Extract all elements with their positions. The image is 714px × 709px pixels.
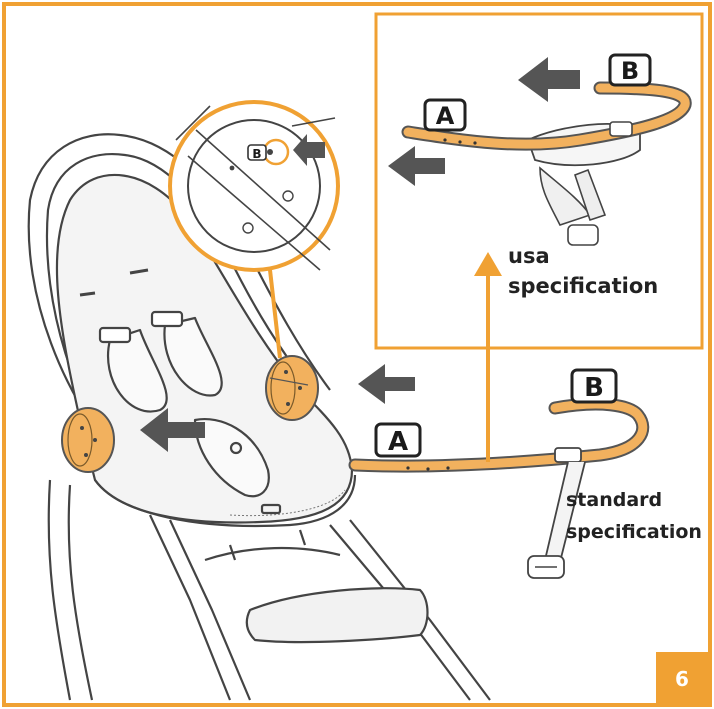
front-legs xyxy=(149,514,232,701)
svg-text:A: A xyxy=(388,427,408,457)
seat-stitching xyxy=(229,489,346,517)
rear-legs xyxy=(47,479,72,701)
standard-caption-line1: standard xyxy=(566,489,662,511)
label-b-usa: B xyxy=(608,53,652,87)
usa-arrow-a xyxy=(388,146,445,186)
standard-tray-bar xyxy=(348,397,650,579)
label-a-standard: A xyxy=(374,422,422,458)
detail-arrow xyxy=(293,134,325,166)
step-number: 6 xyxy=(675,667,689,691)
seat-back xyxy=(27,133,331,446)
usa-arrow-b xyxy=(518,57,580,102)
label-a-usa: A xyxy=(423,98,467,132)
svg-text:B: B xyxy=(621,57,639,85)
standard-caption-line2: specification xyxy=(566,521,702,543)
label-b-standard: B xyxy=(570,368,618,404)
left-hub xyxy=(61,407,115,473)
usa-caption-line1: usa xyxy=(508,244,550,268)
right-hub xyxy=(265,355,319,421)
svg-text:B: B xyxy=(584,373,604,403)
spec-link-arrow xyxy=(474,252,502,462)
seat-arrow xyxy=(140,408,205,452)
step-badge xyxy=(656,652,708,704)
usa-tray-bar xyxy=(401,81,692,246)
hub-arrow xyxy=(358,364,415,404)
footrest xyxy=(245,587,429,644)
usa-caption-line2: specification xyxy=(508,274,658,298)
detail-zoom: B xyxy=(168,100,340,272)
svg-text:A: A xyxy=(436,102,455,130)
detail-label-b: B xyxy=(252,147,261,161)
harness xyxy=(107,328,168,413)
high-chair xyxy=(27,133,491,701)
detail-connector xyxy=(268,269,282,359)
